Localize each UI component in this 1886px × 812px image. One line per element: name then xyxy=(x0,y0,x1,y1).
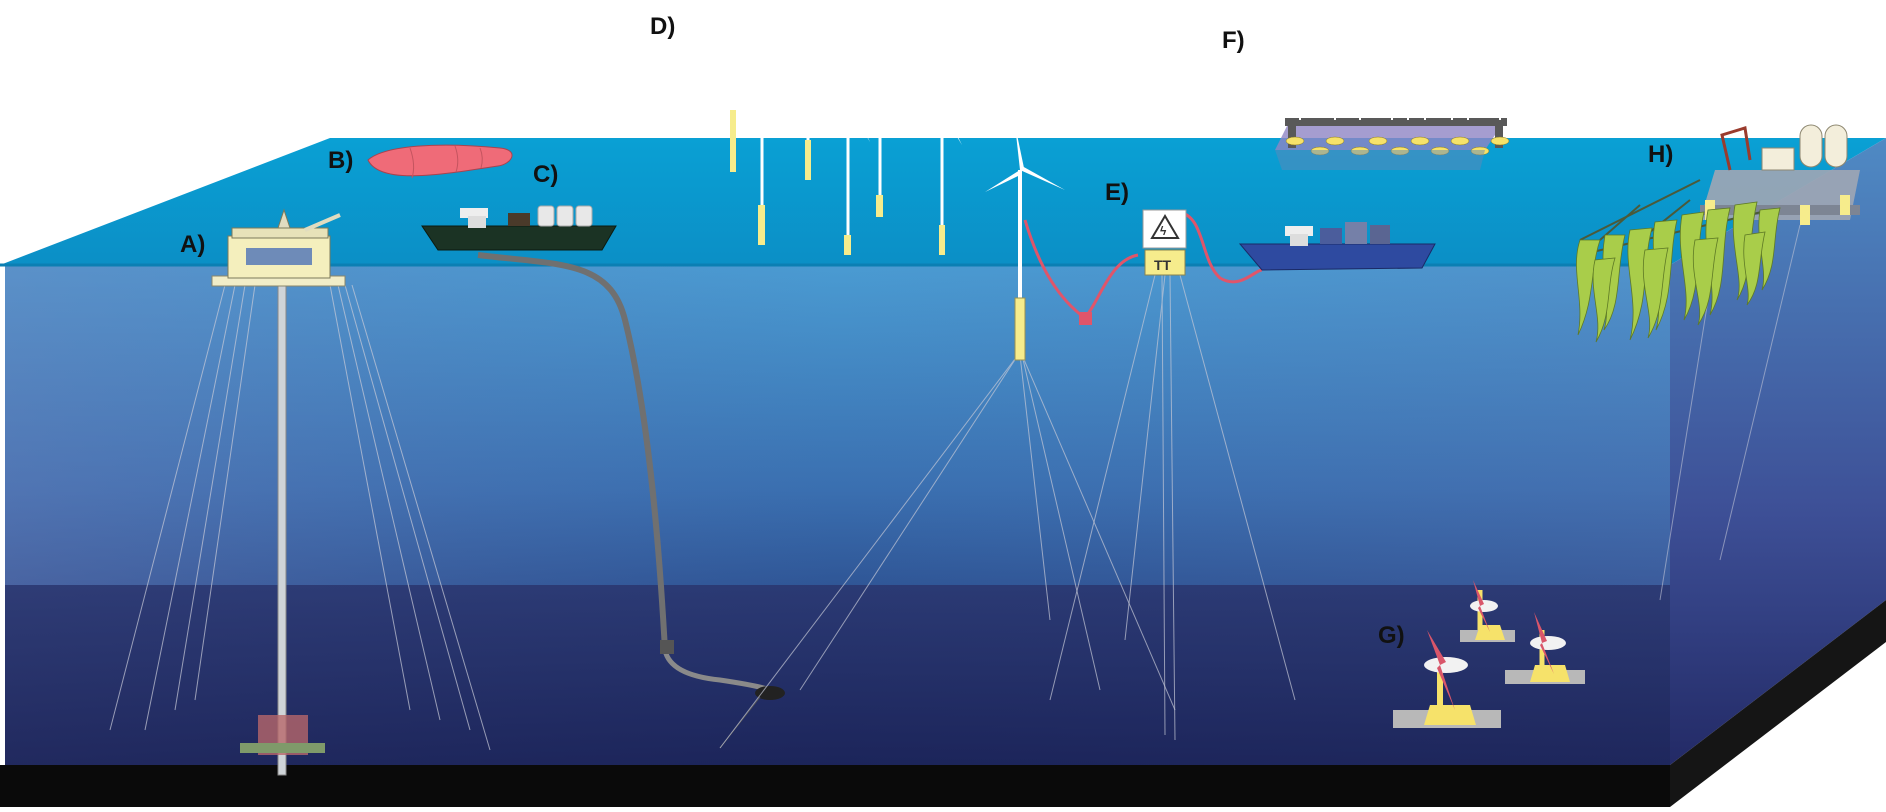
tidal-turbine-g3 xyxy=(1393,630,1501,728)
export-cable-right xyxy=(1177,210,1263,284)
cargo-ship-e xyxy=(1238,222,1436,271)
platform-riser xyxy=(277,284,287,776)
water-side-face xyxy=(1670,138,1886,765)
ship-c-anchor xyxy=(755,686,785,700)
platform-window xyxy=(246,248,312,265)
label-a: A) xyxy=(180,231,205,258)
high-voltage-icon xyxy=(1150,214,1180,239)
tidal-turbines: G) xyxy=(1378,580,1585,728)
block-base-side xyxy=(1670,600,1886,807)
offshore-substation: TT ϟ E) xyxy=(1023,179,1296,741)
label-h: H) xyxy=(1648,141,1673,168)
platform-seabed-base xyxy=(240,743,325,753)
platform-top-deck xyxy=(231,227,329,239)
wind-turbine-d3 xyxy=(780,20,842,180)
floating-wind-farm: D) xyxy=(650,5,962,255)
aquaculture-farm: H) xyxy=(1576,124,1860,601)
tidal-turbine-g2 xyxy=(1505,612,1585,684)
oil-platform: A) xyxy=(109,208,491,776)
label-d: D) xyxy=(650,13,675,40)
platform-derrick xyxy=(277,208,291,229)
label-g: G) xyxy=(1378,622,1405,649)
energy-storage-balloon: B) xyxy=(328,144,513,179)
wind-turbine-d6 xyxy=(905,75,962,255)
label-e: E) xyxy=(1105,179,1129,206)
platform-mooring-lines xyxy=(109,284,491,751)
block-base xyxy=(0,765,1670,807)
label-c: C) xyxy=(533,161,558,188)
cargo-ship-c: C) xyxy=(421,161,785,749)
wind-turbine-d4 xyxy=(812,80,870,255)
label-b: B) xyxy=(328,147,353,174)
ship-c-cable xyxy=(477,252,668,651)
substation-box xyxy=(1142,209,1187,249)
spar-wind-turbine xyxy=(719,125,1176,749)
wind-turbine-d2 xyxy=(735,58,780,245)
label-f: F) xyxy=(1222,27,1245,54)
silo-tanks xyxy=(1799,124,1848,168)
multi-turbine-platform: F) xyxy=(1222,22,1520,170)
wind-turbine-d5 xyxy=(848,45,915,217)
seaweed xyxy=(1576,201,1781,343)
tidal-turbine-g1 xyxy=(1460,580,1515,642)
svg-text:TT: TT xyxy=(1154,257,1172,273)
platform-turbines xyxy=(1278,22,1520,120)
svg-text:ϟ: ϟ xyxy=(1160,224,1167,238)
platform-crane xyxy=(304,213,341,232)
seabed xyxy=(5,585,1670,765)
wind-turbine-d1 xyxy=(700,5,752,172)
